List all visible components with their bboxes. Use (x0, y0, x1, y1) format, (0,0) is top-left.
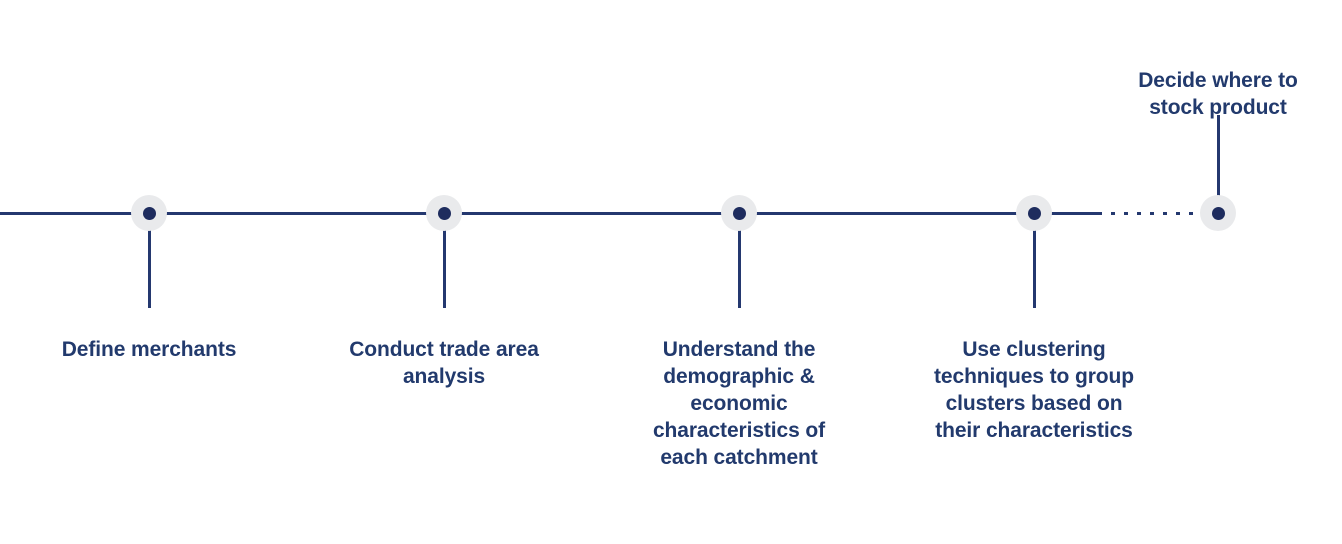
timeline-node-stem (147, 213, 151, 308)
timeline-node-stem (442, 213, 446, 308)
timeline-node-dot-icon[interactable] (732, 206, 746, 220)
timeline-node-label: Define merchants (61, 338, 237, 361)
timeline-node-dot-icon[interactable] (1211, 206, 1225, 220)
timeline-node-label: Decide where to stock product (1138, 69, 1298, 119)
timeline-node-label: Use clustering techniques to group clust… (934, 338, 1134, 442)
timeline-node-dot-icon[interactable] (437, 206, 451, 220)
timeline-axis-solid (0, 211, 1098, 215)
timeline-axis-dotted (1098, 211, 1196, 215)
timeline-node-stem (1216, 115, 1220, 213)
timeline-node-label: Conduct trade area analysis (349, 338, 539, 388)
timeline-node-dot-icon[interactable] (1027, 206, 1041, 220)
timeline-node-dot-icon[interactable] (142, 206, 156, 220)
timeline-node-label: Understand the demographic & economic ch… (652, 338, 826, 469)
timeline-node-stem (1032, 213, 1036, 308)
timeline-node-stem (737, 213, 741, 308)
